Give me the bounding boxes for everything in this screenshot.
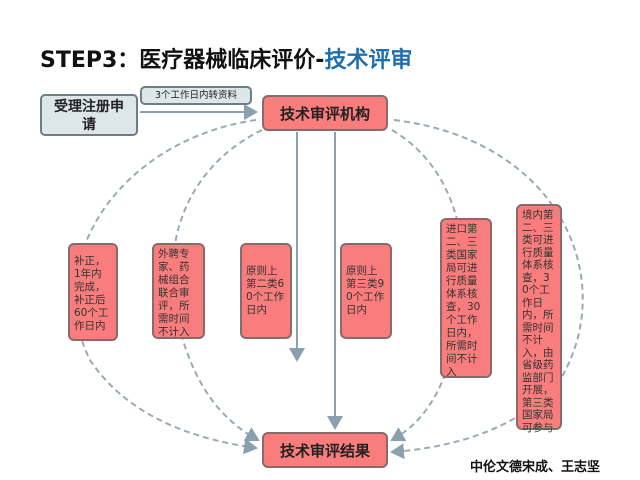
bottom-box: 技术审评结果 [262,432,388,468]
top-box: 技术审评机构 [262,95,388,131]
page-title: STEP3：医疗器械临床评价-技术评审 [40,42,412,74]
title-prefix: STEP3：医疗器械临床评价- [40,48,325,73]
start-box: 受理注册申请 [40,94,138,136]
title-highlight: 技术评审 [324,48,413,73]
note-expert-review: 外聘专家、药械组合联合审评，所需时间不计入 [152,243,205,339]
note-domestic-inspection: 境内第二、三类可进行质量体系核查，30个工作日内，所需时间不计入，由省级药监部门… [516,204,562,434]
note-import-inspection: 进口第二、三类国家局可进行质量体系核查，30个工作日内，所需时间不计入 [440,218,492,378]
transfer-label: 3个工作日内转资料 [140,86,252,105]
dashed-arc-outer-right [390,119,584,460]
credit: 中伦文德宋成、王志坚 [470,460,601,475]
note-class3: 原则上第三类90个工作日内 [340,243,392,339]
note-correction: 补正，1年内完成，补正后60个工作日内 [68,243,118,341]
note-class2: 原则上第二类60个工作日内 [240,243,292,339]
